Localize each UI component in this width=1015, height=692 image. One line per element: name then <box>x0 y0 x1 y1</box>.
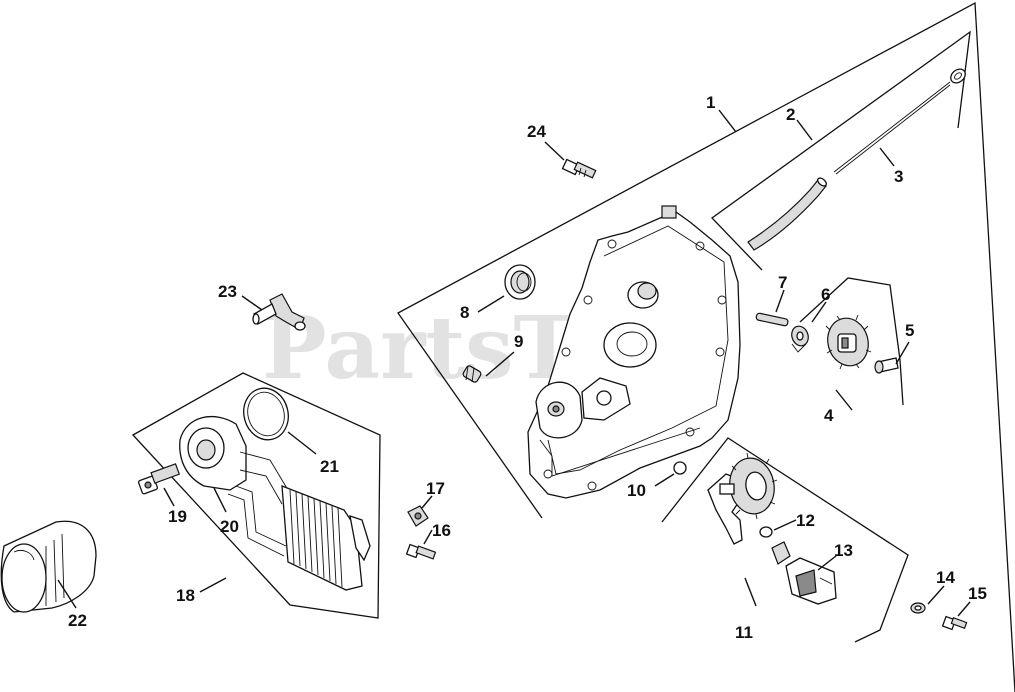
callout-24: 24 <box>527 122 546 141</box>
callout-labels: 1 2 3 4 5 6 7 8 9 10 11 12 13 14 15 16 1… <box>68 93 987 642</box>
callout-13: 13 <box>834 541 853 560</box>
part-3-dipstick[interactable] <box>833 66 968 175</box>
part-6-washer[interactable] <box>789 324 811 353</box>
part-13-pickup-valve[interactable] <box>771 541 837 605</box>
part-22-oil-filter[interactable] <box>0 520 97 613</box>
callout-23: 23 <box>218 282 237 301</box>
callout-4: 4 <box>824 406 834 425</box>
callout-9: 9 <box>514 332 523 351</box>
callout-22: 22 <box>68 611 87 630</box>
group-frame-2 <box>711 30 971 271</box>
cooler-fins <box>289 489 343 588</box>
part-18-oil-cooler[interactable] <box>227 451 371 591</box>
part-1-closure-plate[interactable] <box>527 205 741 499</box>
part-9-plug[interactable] <box>462 365 482 383</box>
callout-3: 3 <box>894 167 903 186</box>
part-20-adapter[interactable] <box>179 415 247 491</box>
callout-11: 11 <box>735 623 753 642</box>
callout-5: 5 <box>905 321 914 340</box>
part-15-screw[interactable] <box>941 615 968 631</box>
group-frame-11 <box>661 437 909 643</box>
part-23-elbow-fitting[interactable] <box>252 293 306 331</box>
part-21-gasket[interactable] <box>238 383 294 445</box>
callout-12: 12 <box>796 511 815 530</box>
callout-18: 18 <box>176 586 195 605</box>
callout-16: 16 <box>432 521 451 540</box>
part-19-screw[interactable] <box>138 463 181 495</box>
callout-21: 21 <box>320 457 339 476</box>
callout-1: 1 <box>706 93 715 112</box>
callout-8: 8 <box>460 303 469 322</box>
part-17-clip-nut[interactable] <box>407 505 429 527</box>
callout-7: 7 <box>778 273 787 292</box>
group-frame-18 <box>131 372 381 619</box>
group-frame-4 <box>799 277 904 406</box>
part-5-shaft[interactable] <box>874 357 899 374</box>
part-24-screw[interactable] <box>561 158 597 179</box>
part-4-governor-gear[interactable] <box>822 314 873 371</box>
group-frame-1 <box>397 1 1015 692</box>
callout-10: 10 <box>627 481 646 500</box>
part-11-oil-pump[interactable] <box>707 452 779 545</box>
callout-15: 15 <box>968 584 987 603</box>
callout-2: 2 <box>786 105 795 124</box>
callout-14: 14 <box>936 568 955 587</box>
callout-19: 19 <box>168 507 187 526</box>
part-7-pin[interactable] <box>755 312 789 327</box>
part-14-washer[interactable] <box>910 602 926 614</box>
part-16-screw[interactable] <box>405 543 437 560</box>
callout-6: 6 <box>821 285 830 304</box>
part-10-o-ring[interactable] <box>673 461 687 475</box>
callout-20: 20 <box>220 517 239 536</box>
part-8-oil-seal[interactable] <box>504 264 536 300</box>
part-12-o-ring[interactable] <box>759 526 773 538</box>
part-2-dipstick-tube[interactable] <box>747 176 828 251</box>
leader-lines <box>57 109 971 617</box>
callout-17: 17 <box>426 479 445 498</box>
